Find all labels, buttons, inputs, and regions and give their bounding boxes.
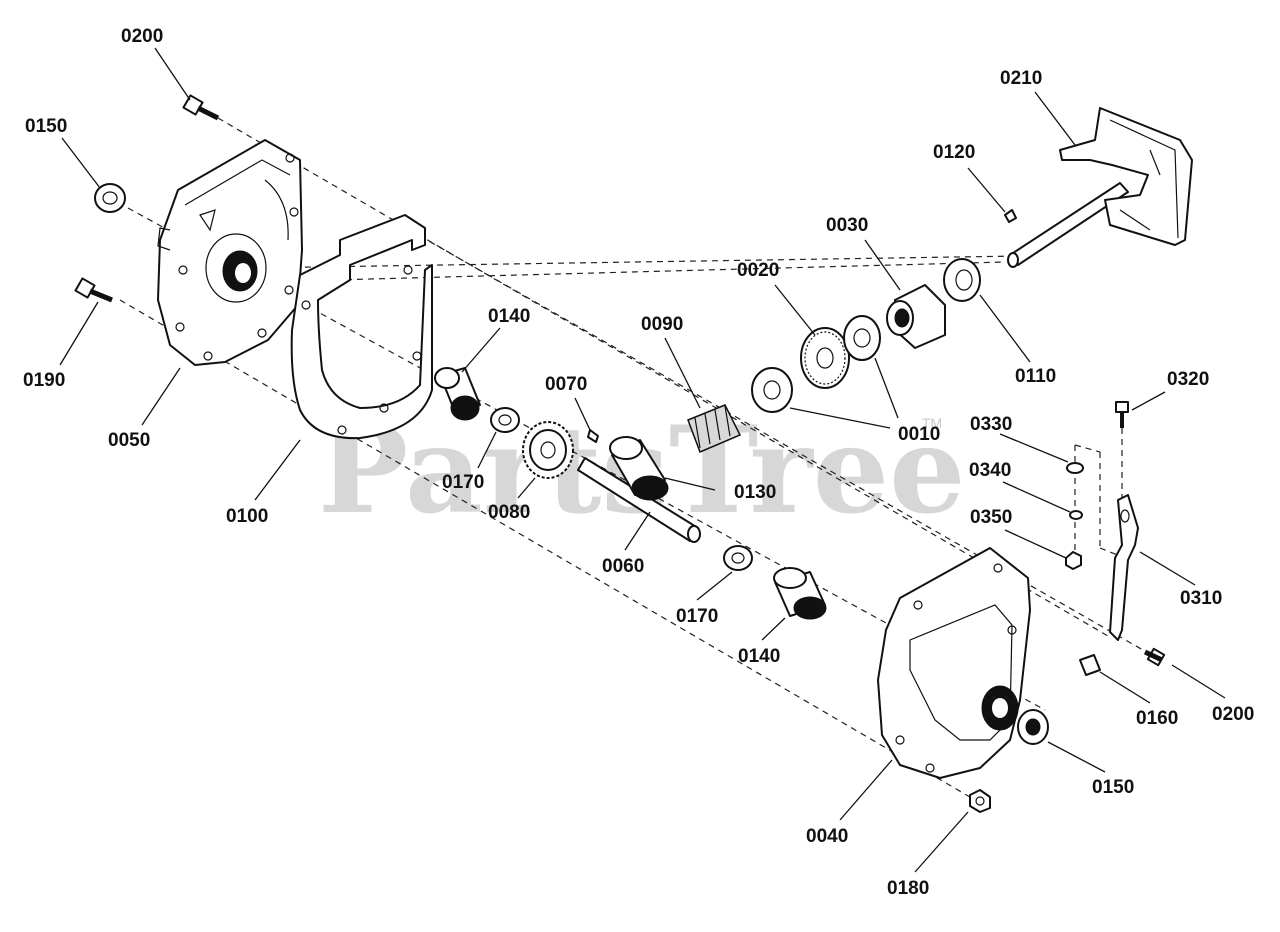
left-housing-0050: [157, 139, 303, 366]
callout-0200-top: 0200: [121, 26, 163, 47]
right-housing-0040: [877, 547, 1031, 779]
callout-0210: 0210: [1000, 68, 1042, 89]
callout-0330: 0330: [970, 414, 1012, 435]
washer-0170-right: [723, 545, 753, 571]
callout-0340: 0340: [969, 460, 1011, 481]
key-0120: [1004, 209, 1017, 223]
screw-0200-right: [1143, 647, 1166, 667]
callout-labels: 0200 0150 0190 0050 0100 0140 0170 0080 …: [23, 26, 1254, 899]
bearing-0150-left: [94, 183, 126, 213]
callout-0080: 0080: [488, 502, 530, 523]
callout-0320: 0320: [1167, 369, 1209, 390]
callout-0150-right: 0150: [1092, 777, 1134, 798]
key-0070: [587, 429, 599, 443]
callout-0090: 0090: [641, 314, 683, 335]
callout-0120: 0120: [933, 142, 975, 163]
screw-0190: [74, 277, 113, 303]
washer-0170-left: [490, 407, 520, 433]
gasket-0100: [290, 214, 433, 440]
sleeve-0130: [609, 436, 669, 501]
bearing-0150-right: [1017, 709, 1049, 745]
callout-leader-lines: [59, 47, 1226, 873]
bushing-0140-left: [434, 367, 481, 421]
worm-0090: [687, 404, 742, 453]
washer-0330: [1066, 462, 1084, 474]
callout-0040: 0040: [806, 826, 848, 847]
callout-0130: 0130: [734, 482, 776, 503]
nut-0350: [1065, 551, 1082, 570]
callout-0140-right: 0140: [738, 646, 780, 667]
setscrew-0160: [1079, 654, 1101, 676]
bearing-0030: [886, 284, 946, 349]
callout-0200-right: 0200: [1212, 704, 1254, 725]
watermark-trademark: TM: [922, 415, 942, 431]
callout-0180: 0180: [887, 878, 929, 899]
screw-0200-top: [182, 94, 220, 121]
thrust-bearing-0020: [800, 327, 850, 389]
callout-0170-left: 0170: [442, 472, 484, 493]
callout-0310: 0310: [1180, 588, 1222, 609]
auger-0210: [1007, 107, 1193, 268]
shaft-0060: [577, 457, 701, 543]
bolt-0320: [1115, 401, 1129, 428]
callout-0070: 0070: [545, 374, 587, 395]
washer-0110: [943, 258, 981, 302]
bracket-0310: [1109, 494, 1139, 641]
callout-0030: 0030: [826, 215, 868, 236]
callout-0010: 0010: [898, 424, 940, 445]
callout-0050: 0050: [108, 430, 150, 451]
callout-0100: 0100: [226, 506, 268, 527]
washer-0010-b: [843, 315, 881, 361]
callout-0160: 0160: [1136, 708, 1178, 729]
callout-0150-left: 0150: [25, 116, 67, 137]
lockwasher-0340: [1069, 510, 1083, 520]
bushing-0140-right: [773, 567, 827, 620]
callout-0110: 0110: [1015, 366, 1056, 387]
nut-0180: [969, 789, 991, 813]
callout-0190: 0190: [23, 370, 65, 391]
callout-0060: 0060: [602, 556, 644, 577]
washer-0010-a: [751, 367, 793, 413]
gear-0080: [522, 421, 574, 479]
callout-0020: 0020: [737, 260, 779, 281]
callout-0350: 0350: [970, 507, 1012, 528]
callout-0170-right: 0170: [676, 606, 718, 627]
callout-0140-left: 0140: [488, 306, 530, 327]
